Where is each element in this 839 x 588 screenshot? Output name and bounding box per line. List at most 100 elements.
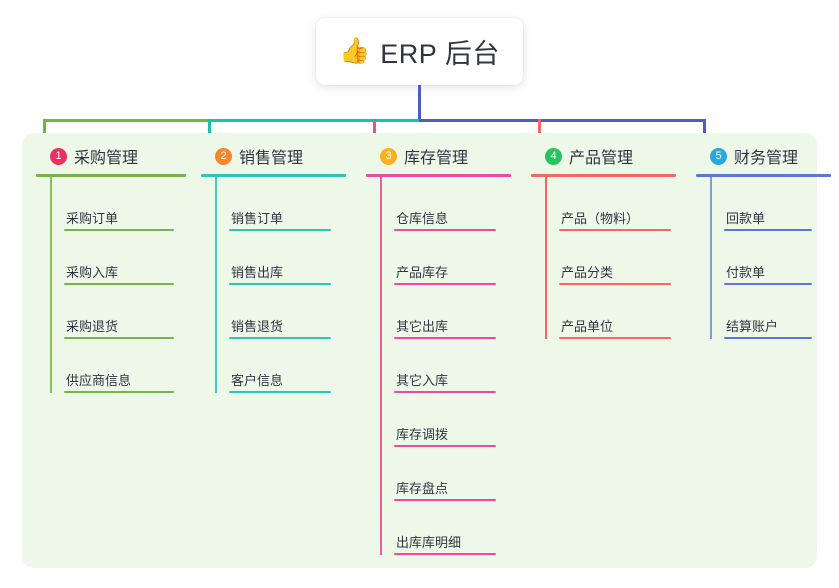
branch-item[interactable]: 库存盘点 (380, 447, 511, 501)
branch-item-label: 销售出库 (231, 265, 284, 280)
branch-item-label: 采购退货 (66, 319, 119, 334)
branch-column: 4 产品管理产品（物料） 产品分类产品单位 (531, 143, 676, 339)
branch-spine (380, 177, 382, 555)
branch-number-badge: 3 (380, 147, 397, 165)
branch-item-label: 产品库存 (396, 265, 449, 280)
branch-item-rule (559, 283, 671, 285)
branch-item-rule (394, 553, 496, 555)
branch-header-rule (201, 174, 346, 177)
branch-item[interactable]: 客户信息 (215, 339, 346, 393)
branch-item-label: 采购订单 (66, 211, 119, 226)
branch-item-rule (64, 229, 174, 231)
branch-number-badge: 1 (50, 147, 67, 165)
branch-item-label: 销售退货 (231, 319, 284, 334)
branch-items: 回款单付款单结算账户 (696, 177, 831, 339)
branch-item-rule (64, 283, 174, 285)
branch-number-badge: 4 (545, 147, 562, 165)
branch-item-label: 其它出库 (396, 319, 449, 334)
branch-item[interactable]: 产品单位 (545, 285, 676, 339)
branch-item-label: 产品（物料） (561, 211, 640, 226)
branch-item-rule (724, 229, 812, 231)
branch-header-rule (366, 174, 511, 177)
branch-item-rule (394, 337, 496, 339)
branch-item-rule (724, 283, 812, 285)
root-node-card[interactable]: 👍 ERP 后台 (316, 18, 523, 85)
branch-item[interactable]: 销售出库 (215, 231, 346, 285)
branch-title: 产品管理 (569, 150, 634, 167)
branch-item-rule (394, 391, 496, 393)
connector-stub (43, 119, 46, 139)
branch-column: 3 库存管理仓库信息产品库存其它出库其它入库库存调拨库存盘点出库库明细 (366, 143, 511, 555)
branch-item-rule (229, 337, 331, 339)
branch-item-rule (64, 391, 174, 393)
branch-column: 1 采购管理采购订单采购入库采购退货供应商信息 (36, 143, 186, 393)
branch-panel (22, 133, 817, 568)
branch-item[interactable]: 其它入库 (380, 339, 511, 393)
branch-item-rule (229, 283, 331, 285)
branch-header[interactable]: 3 库存管理 (366, 143, 511, 169)
connector-bar-segment (419, 119, 706, 122)
branch-item[interactable]: 供应商信息 (50, 339, 186, 393)
branch-header-rule (531, 174, 676, 177)
branch-item-label: 仓库信息 (396, 211, 449, 226)
branch-item-label: 库存调拨 (396, 427, 449, 442)
branch-title: 财务管理 (734, 150, 799, 167)
connector-bar-segment (208, 119, 419, 122)
branch-item[interactable]: 结算账户 (710, 285, 831, 339)
branch-item-rule (724, 337, 812, 339)
connector-bar-segment (43, 119, 208, 122)
branch-item[interactable]: 付款单 (710, 231, 831, 285)
branch-spine (545, 177, 547, 339)
branch-item-rule (394, 283, 496, 285)
branch-item-label: 客户信息 (231, 373, 284, 388)
branch-item[interactable]: 销售退货 (215, 285, 346, 339)
branch-item[interactable]: 库存调拨 (380, 393, 511, 447)
branch-title: 库存管理 (404, 150, 469, 167)
connector-stub (703, 119, 706, 139)
branch-header[interactable]: 1 采购管理 (36, 143, 186, 169)
branch-item-label: 库存盘点 (396, 481, 449, 496)
branch-item-label: 采购入库 (66, 265, 119, 280)
branch-item-label: 结算账户 (726, 319, 779, 334)
branch-header-rule (36, 174, 186, 177)
branch-item[interactable]: 其它出库 (380, 285, 511, 339)
connector-stub (208, 119, 211, 139)
branch-item[interactable]: 仓库信息 (380, 177, 511, 231)
branch-item[interactable]: 产品（物料） (545, 177, 676, 231)
branch-item[interactable]: 出库库明细 (380, 501, 511, 555)
branch-item[interactable]: 采购退货 (50, 285, 186, 339)
branch-item-rule (559, 337, 671, 339)
branch-item[interactable]: 回款单 (710, 177, 831, 231)
branch-item-label: 回款单 (726, 211, 766, 226)
branch-title: 销售管理 (239, 150, 304, 167)
branch-item[interactable]: 销售订单 (215, 177, 346, 231)
branch-item-label: 其它入库 (396, 373, 449, 388)
branch-title: 采购管理 (74, 150, 139, 167)
branch-item-label: 出库库明细 (396, 535, 462, 550)
branch-items: 产品（物料） 产品分类产品单位 (531, 177, 676, 339)
branch-item-rule (229, 229, 331, 231)
branch-item-label: 付款单 (726, 265, 766, 280)
branch-item-rule (229, 391, 331, 393)
root-title: ERP 后台 (380, 39, 500, 69)
branch-item-label: 产品单位 (561, 319, 614, 334)
branch-header[interactable]: 4 产品管理 (531, 143, 676, 169)
branch-header-rule (696, 174, 831, 177)
connector-stub (373, 119, 376, 139)
branch-spine (50, 177, 52, 393)
branch-item-rule (394, 229, 496, 231)
branch-spine (710, 177, 712, 339)
branch-items: 采购订单采购入库采购退货供应商信息 (36, 177, 186, 393)
branch-item-label: 供应商信息 (66, 373, 132, 388)
branch-item-label: 销售订单 (231, 211, 284, 226)
branch-item[interactable]: 产品分类 (545, 231, 676, 285)
branch-item[interactable]: 采购订单 (50, 177, 186, 231)
branch-item-label: 产品分类 (561, 265, 614, 280)
connector-stub (538, 119, 541, 139)
branch-item[interactable]: 产品库存 (380, 231, 511, 285)
branch-item[interactable]: 采购入库 (50, 231, 186, 285)
